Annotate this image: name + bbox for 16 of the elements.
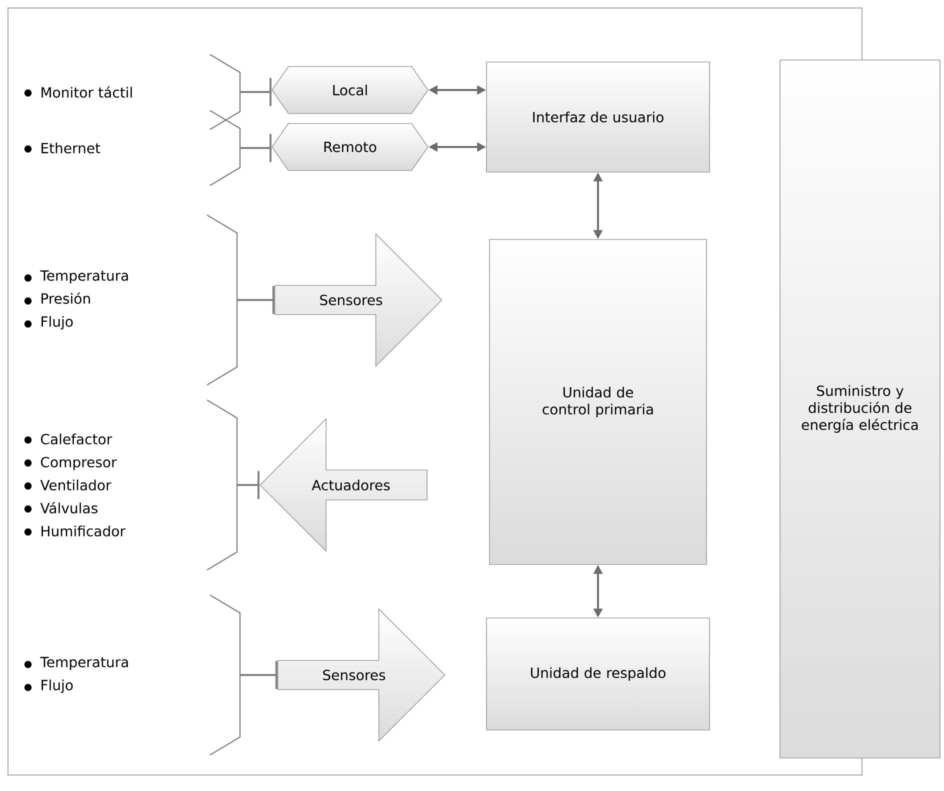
block-box: Unidad de respaldo bbox=[486, 618, 710, 730]
connector-line bbox=[237, 484, 260, 486]
bullet-list: Temperatura Presión Flujo bbox=[40, 270, 128, 330]
block-box: Interfaz de usuario bbox=[486, 62, 710, 172]
bullet-list: Calefactor Compresor Ventilador Válvulas Humificador bbox=[40, 434, 126, 536]
block-box: Unidad de control primaria bbox=[489, 239, 707, 565]
connector-line bbox=[240, 147, 272, 149]
bullet-list: Monitor táctil bbox=[42, 86, 132, 98]
bullet-list: Ethernet bbox=[42, 142, 100, 154]
interface-tag: Local bbox=[272, 66, 428, 114]
connector-line bbox=[240, 91, 272, 93]
connector-line bbox=[237, 299, 274, 301]
connector-line bbox=[240, 674, 278, 676]
interface-tag: Remoto bbox=[272, 123, 428, 171]
bullet-list: Temperatura Flujo bbox=[40, 656, 128, 694]
block-box: Suministro y distribución de energía eléctrica bbox=[780, 60, 940, 758]
